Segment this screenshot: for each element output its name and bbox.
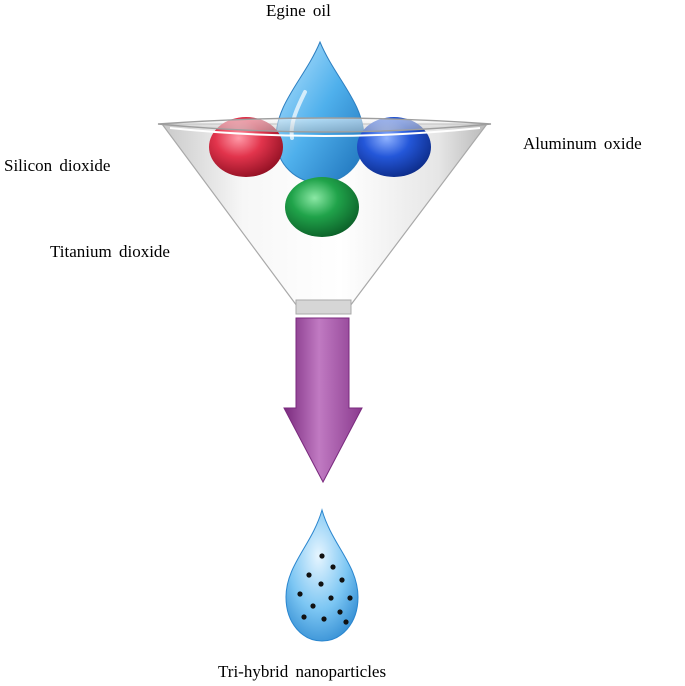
oil-drop-icon (275, 40, 365, 184)
silicon-dioxide-label: Silicon dioxide (4, 156, 111, 175)
titanium-dioxide-label: Titanium dioxide (50, 242, 170, 261)
nanofluid-drop-icon (285, 508, 359, 642)
engine-oil-label: Egine oil (266, 1, 331, 20)
titanium-dioxide-particle (285, 177, 359, 237)
aluminum-oxide-label: Aluminum oxide (523, 134, 642, 153)
down-arrow-icon (283, 317, 363, 484)
tri-hybrid-nanoparticles-label: Tri-hybrid nanoparticles (218, 662, 387, 681)
funnel-rim (157, 117, 492, 137)
aluminum-oxide-particle (357, 117, 431, 177)
